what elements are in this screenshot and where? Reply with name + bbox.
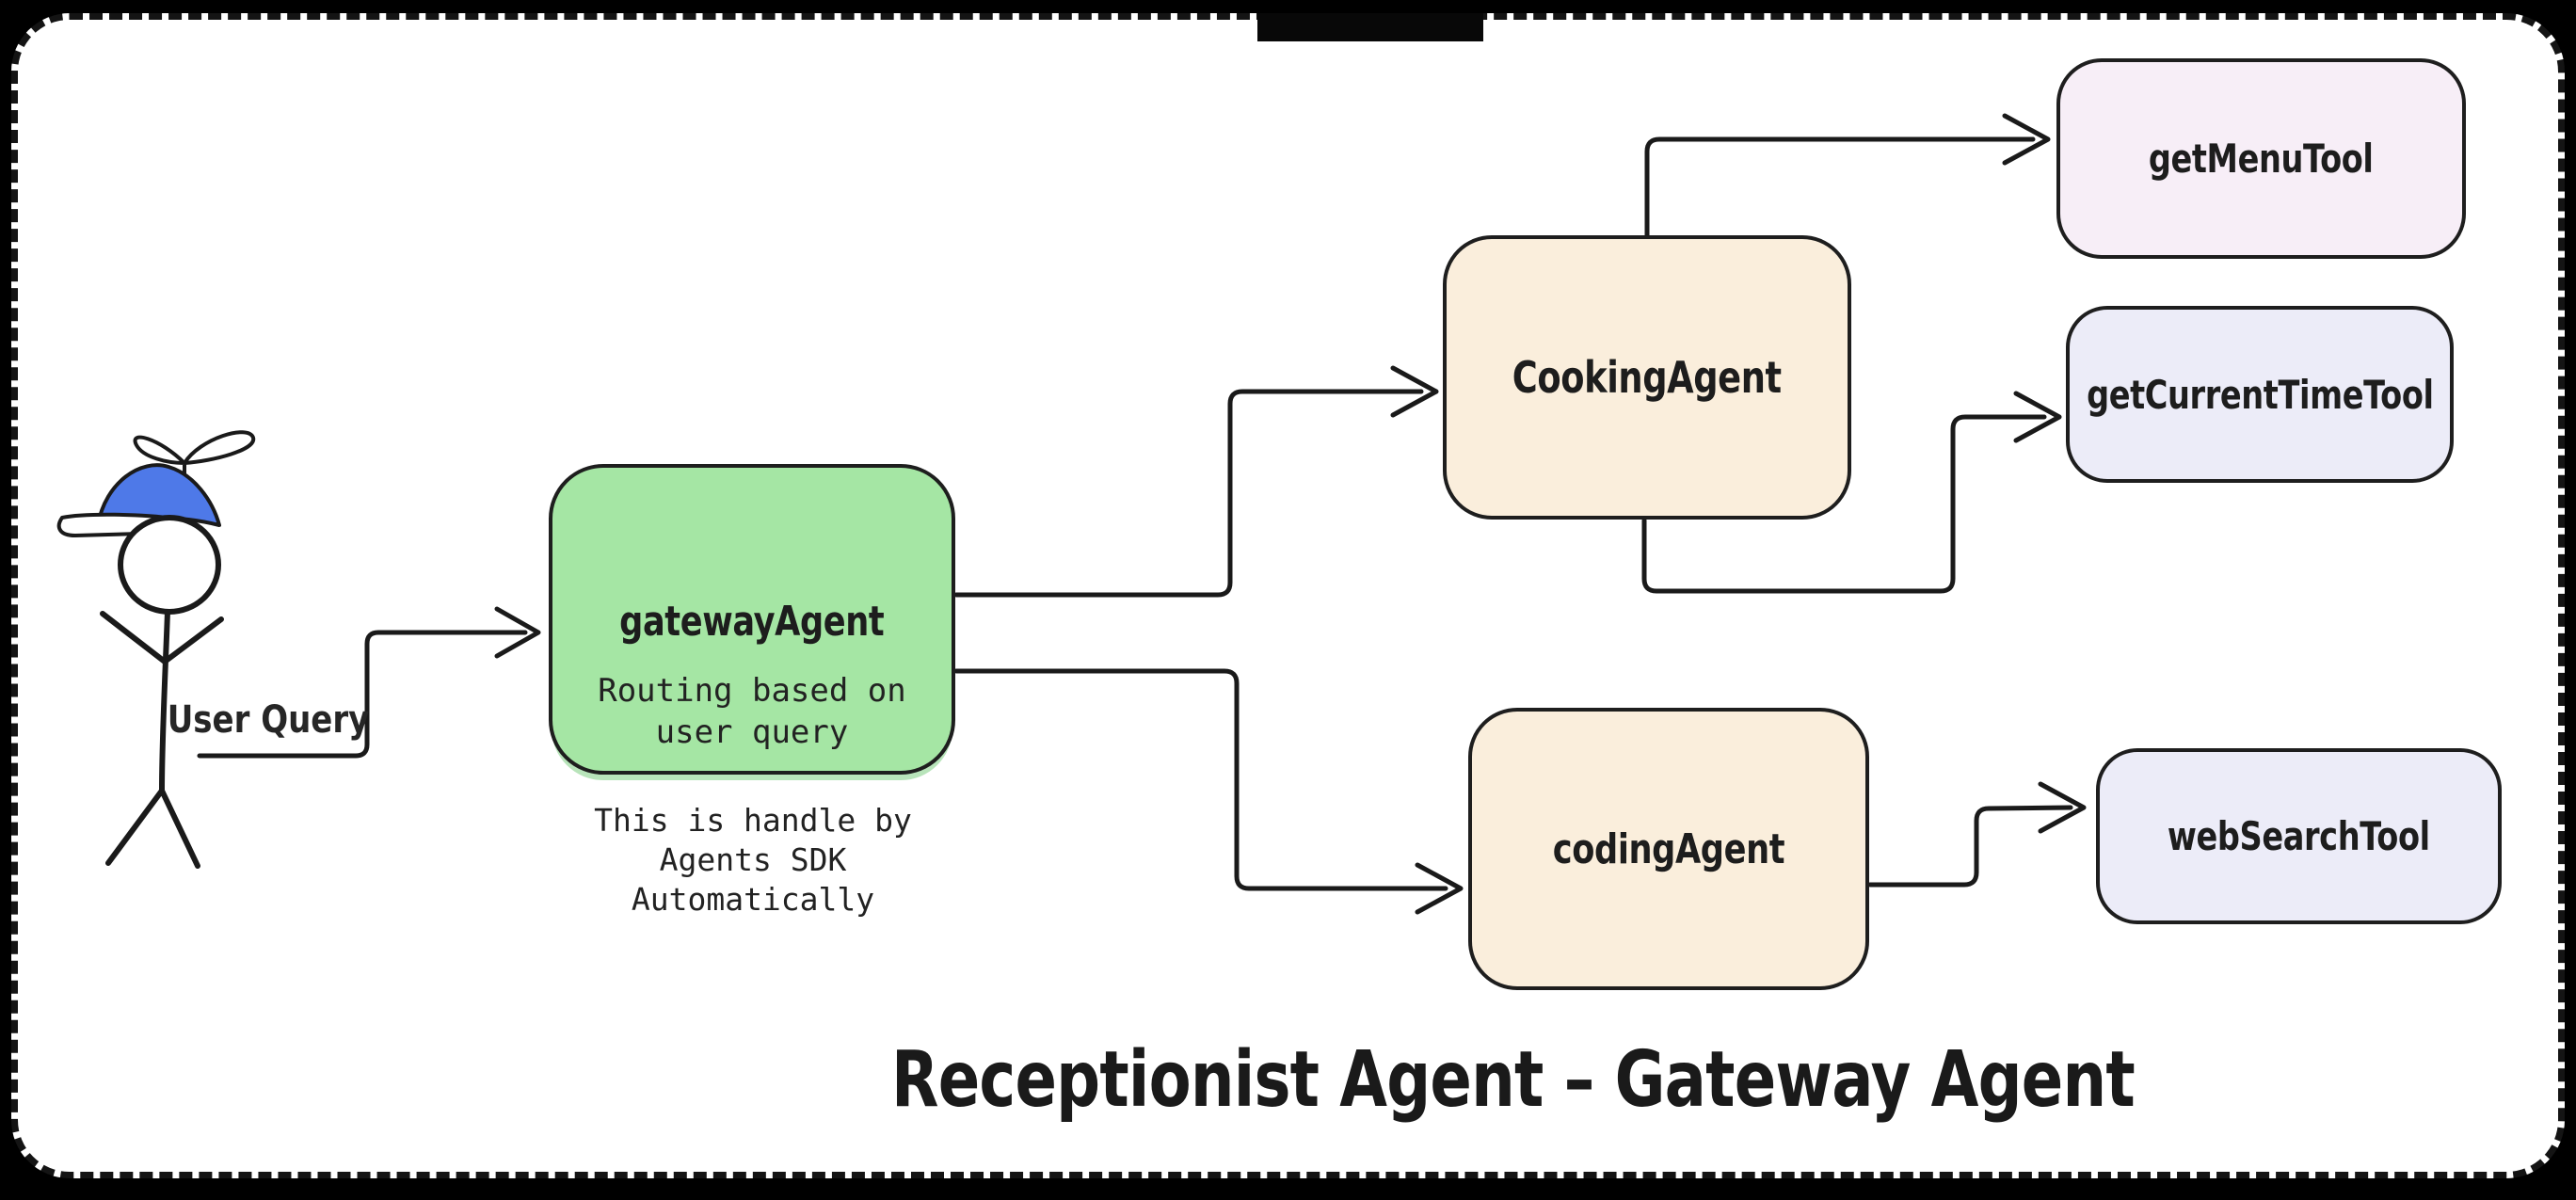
- top-tape-tab: [1257, 13, 1483, 41]
- cooking-agent-node: CookingAgent: [1443, 235, 1851, 520]
- get-current-time-tool-node: getCurrentTimeTool: [2066, 306, 2454, 483]
- gateway-agent-node: gatewayAgent Routing based on user query: [549, 464, 955, 775]
- cooking-agent-label: CookingAgent: [1512, 352, 1782, 403]
- get-menu-tool-node: getMenuTool: [2056, 58, 2466, 259]
- get-current-time-tool-label: getCurrentTimeTool: [2086, 371, 2434, 418]
- get-menu-tool-label: getMenuTool: [2149, 136, 2374, 182]
- web-search-tool-label: webSearchTool: [2168, 813, 2430, 859]
- user-query-label: User Query: [167, 698, 370, 742]
- web-search-tool-node: webSearchTool: [2096, 748, 2502, 924]
- coding-agent-node: codingAgent: [1468, 708, 1869, 990]
- diagram-title: Receptionist Agent – Gateway Agent: [891, 1035, 2136, 1125]
- gateway-note: This is handle by Agents SDK Automatical…: [594, 802, 912, 918]
- gateway-agent-description: Routing based on user query: [598, 672, 906, 751]
- gateway-agent-label: gatewayAgent: [619, 598, 885, 646]
- coding-agent-label: codingAgent: [1552, 824, 1785, 873]
